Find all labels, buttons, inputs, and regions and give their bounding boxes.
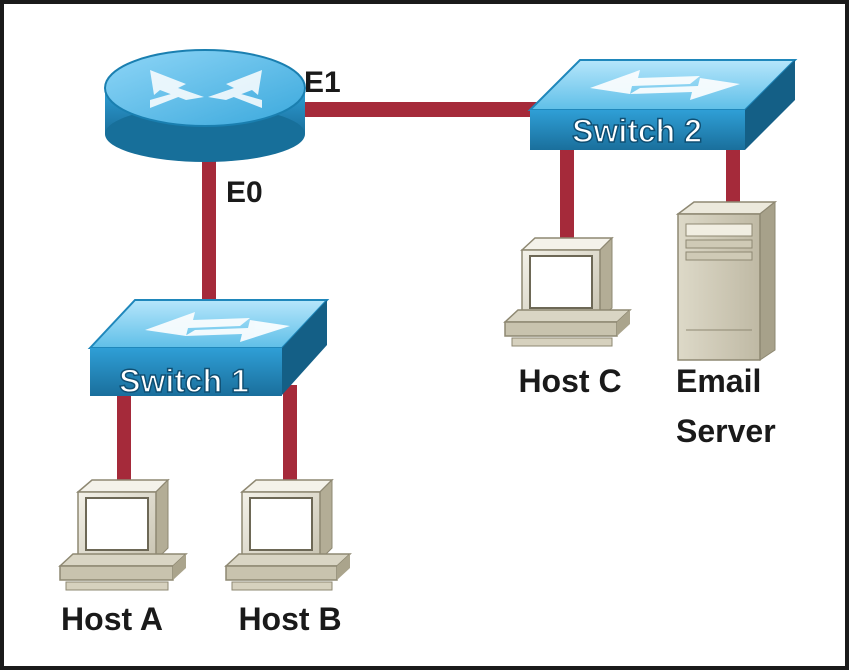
switch-2 bbox=[527, 59, 798, 150]
link-switch1-hostb bbox=[283, 385, 297, 485]
router-interface-e0-label: E0 bbox=[226, 176, 263, 209]
switch-1 bbox=[87, 299, 330, 396]
host-c-label: Host C bbox=[518, 363, 621, 399]
router-interface-e1-label: E1 bbox=[304, 66, 341, 99]
link-router-switch1 bbox=[202, 160, 216, 300]
link-router-switch2 bbox=[300, 102, 540, 117]
switch-2-label: Switch 2 bbox=[572, 113, 702, 149]
link-switch2-hostc bbox=[560, 148, 574, 243]
email-server-icon bbox=[675, 200, 778, 361]
email-server-label-line1: Email bbox=[676, 363, 761, 399]
host-b-label: Host B bbox=[238, 601, 341, 637]
switch-2-arrows-icon bbox=[590, 70, 740, 100]
switch-1-arrows-icon bbox=[145, 312, 290, 342]
email-server-label-line2: Server bbox=[676, 413, 776, 449]
router bbox=[104, 49, 306, 162]
link-switch2-server bbox=[726, 140, 740, 205]
host-c-computer-icon bbox=[503, 236, 632, 347]
router-arrows-icon bbox=[150, 70, 262, 108]
host-a-label: Host A bbox=[61, 601, 163, 637]
link-switch1-hosta bbox=[117, 395, 131, 485]
switch-1-label: Switch 1 bbox=[119, 363, 249, 399]
network-links bbox=[117, 102, 740, 485]
host-a-computer-icon bbox=[58, 478, 188, 591]
host-b-computer-icon bbox=[224, 478, 352, 591]
